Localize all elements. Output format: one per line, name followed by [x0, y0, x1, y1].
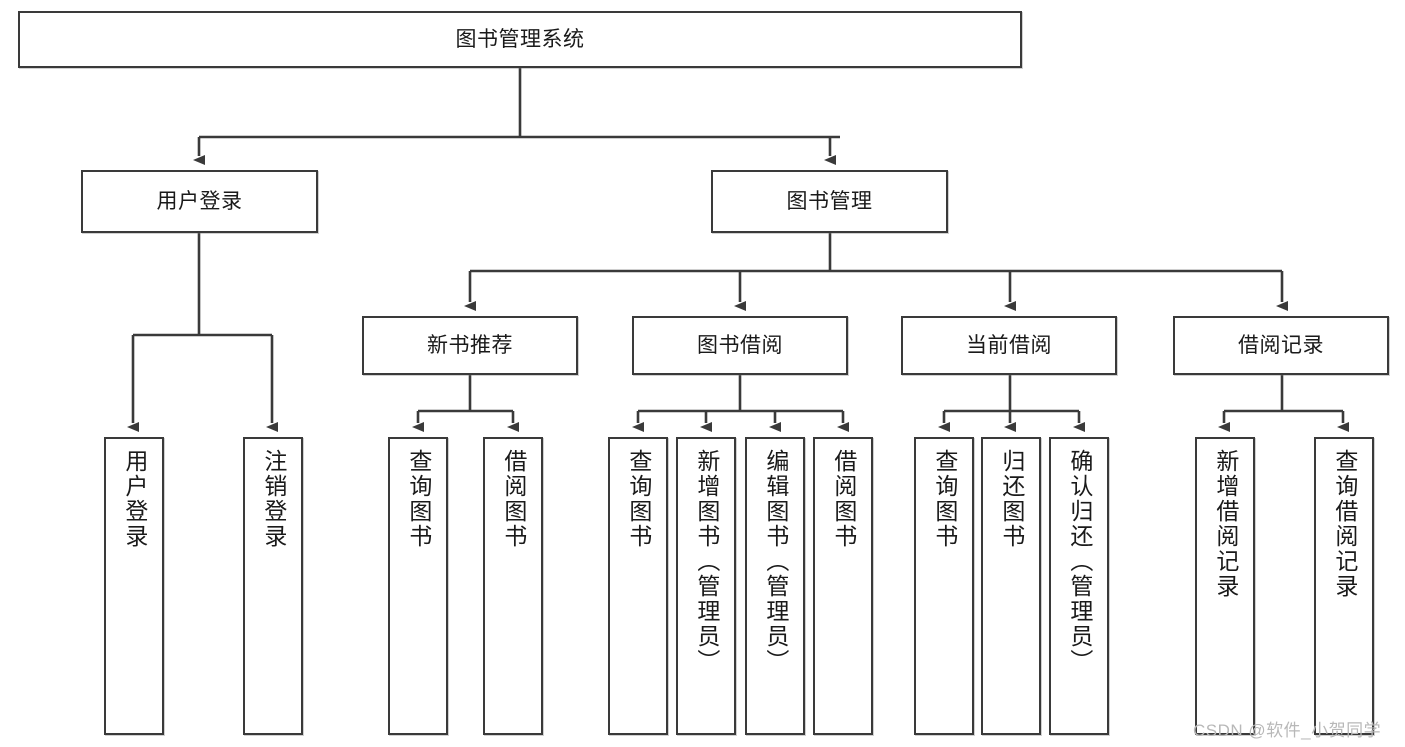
- node-user-login[interactable]: 用户登录: [81, 170, 318, 233]
- node-leaf-confirm-return[interactable]: 确认归还（管理员）: [1049, 437, 1109, 735]
- node-leaf-logout[interactable]: 注销登录: [243, 437, 303, 735]
- node-borrow-record-label: 借阅记录: [1238, 333, 1324, 357]
- node-leaf-query-record-label: 查询借阅记录: [1331, 449, 1358, 599]
- node-leaf-logout-label: 注销登录: [260, 449, 287, 549]
- node-user-login-label: 用户登录: [156, 189, 243, 213]
- node-leaf-add-record-label: 新增借阅记录: [1212, 449, 1239, 599]
- node-borrow-record[interactable]: 借阅记录: [1173, 316, 1389, 375]
- node-leaf-add-book-label: 新增图书（管理员）: [693, 449, 720, 674]
- node-leaf-query-record[interactable]: 查询借阅记录: [1314, 437, 1374, 735]
- node-current-borrow-label: 当前借阅: [966, 333, 1052, 357]
- node-leaf-query-book-1[interactable]: 查询图书: [388, 437, 448, 735]
- node-root-label: 图书管理系统: [455, 27, 585, 51]
- node-leaf-borrow-book-1[interactable]: 借阅图书: [483, 437, 543, 735]
- node-book-manage-label: 图书管理: [786, 189, 873, 213]
- node-leaf-query-book-3[interactable]: 查询图书: [914, 437, 974, 735]
- csdn-watermark: CSDN @软件_小贺同学: [1193, 721, 1382, 740]
- node-leaf-add-book[interactable]: 新增图书（管理员）: [676, 437, 736, 735]
- node-leaf-user-login-label: 用户登录: [121, 449, 148, 549]
- node-current-borrow[interactable]: 当前借阅: [901, 316, 1117, 375]
- node-leaf-borrow-book-1-label: 借阅图书: [500, 449, 527, 549]
- node-book-borrow[interactable]: 图书借阅: [632, 316, 848, 375]
- node-leaf-borrow-book-2-label: 借阅图书: [830, 449, 857, 549]
- node-leaf-add-record[interactable]: 新增借阅记录: [1195, 437, 1255, 735]
- node-new-book-recommend[interactable]: 新书推荐: [362, 316, 578, 375]
- node-leaf-edit-book[interactable]: 编辑图书（管理员）: [745, 437, 805, 735]
- node-leaf-query-book-2-label: 查询图书: [625, 449, 652, 549]
- node-leaf-query-book-2[interactable]: 查询图书: [608, 437, 668, 735]
- node-leaf-return-book[interactable]: 归还图书: [981, 437, 1041, 735]
- node-book-borrow-label: 图书借阅: [697, 333, 783, 357]
- node-leaf-confirm-return-label: 确认归还（管理员）: [1066, 449, 1093, 674]
- node-leaf-edit-book-label: 编辑图书（管理员）: [762, 449, 789, 674]
- node-new-book-recommend-label: 新书推荐: [427, 333, 513, 357]
- node-leaf-query-book-1-label: 查询图书: [405, 449, 432, 549]
- node-leaf-user-login[interactable]: 用户登录: [104, 437, 164, 735]
- node-leaf-query-book-3-label: 查询图书: [931, 449, 958, 549]
- node-leaf-borrow-book-2[interactable]: 借阅图书: [813, 437, 873, 735]
- node-root[interactable]: 图书管理系统: [18, 11, 1022, 68]
- node-leaf-return-book-label: 归还图书: [998, 449, 1025, 549]
- node-book-manage[interactable]: 图书管理: [711, 170, 948, 233]
